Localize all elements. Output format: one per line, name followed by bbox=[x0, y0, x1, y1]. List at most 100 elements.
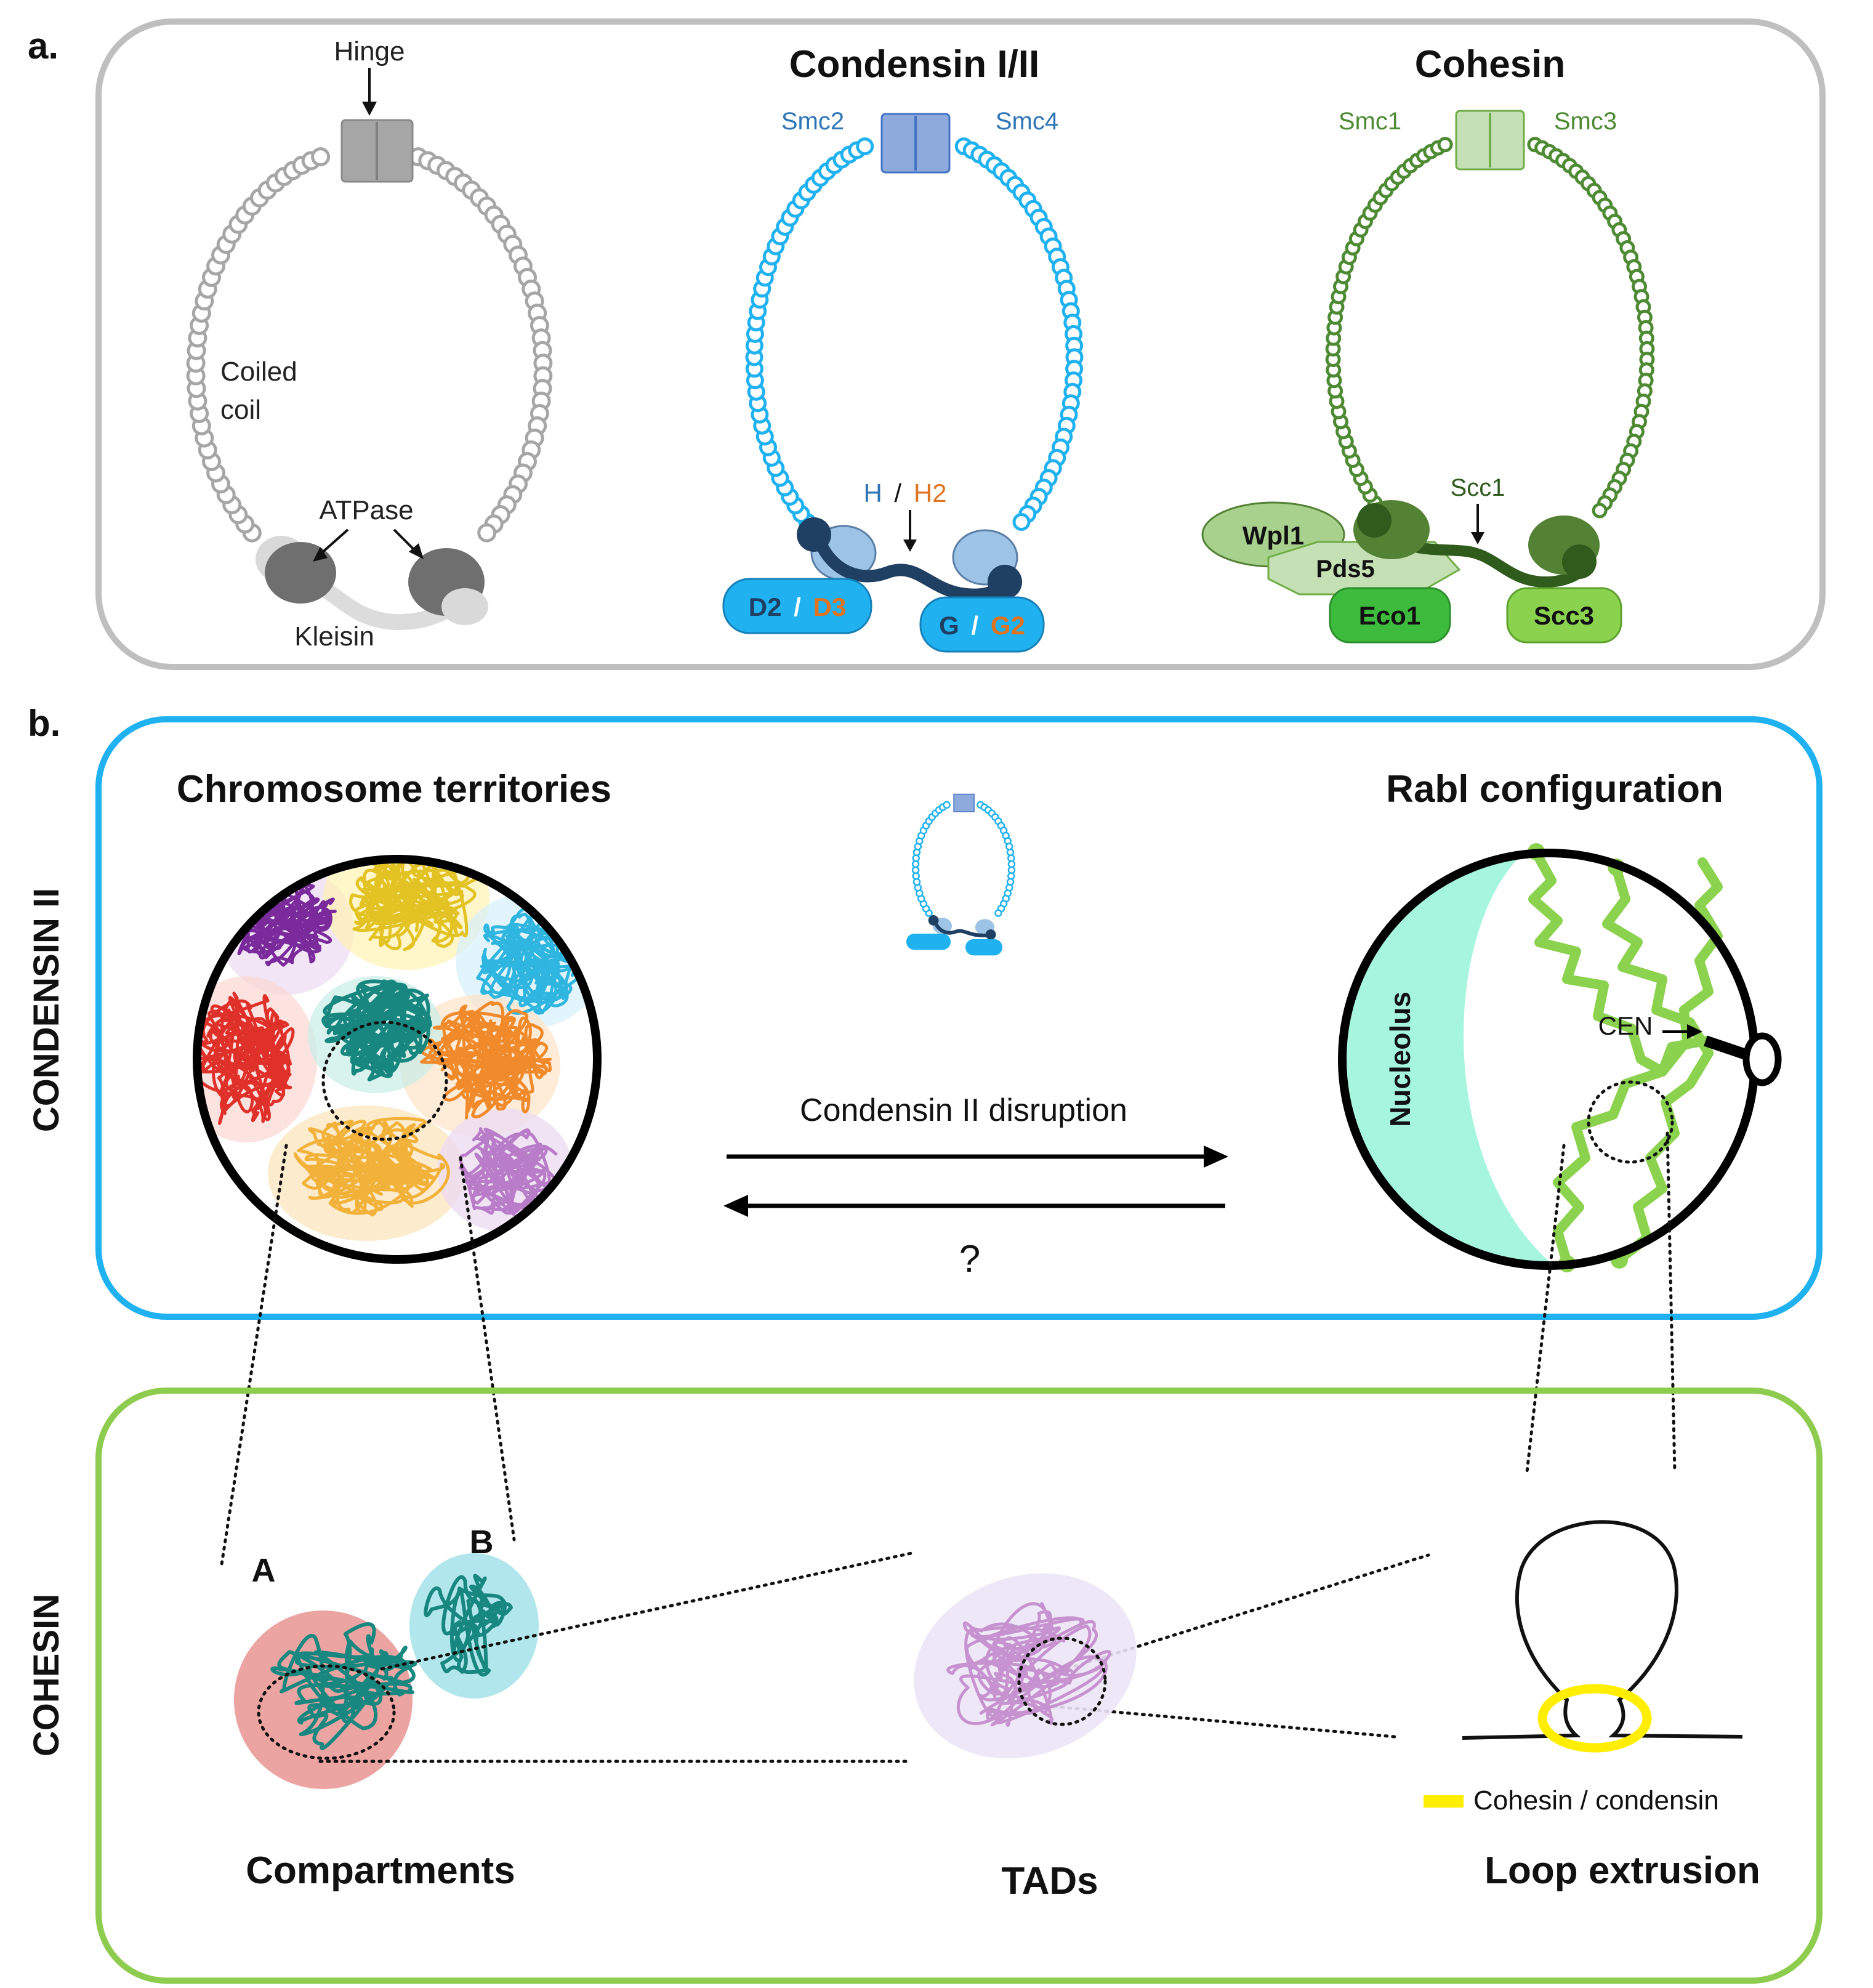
atpase-label: ATPase bbox=[319, 495, 413, 525]
condensin-title: Condensin I/II bbox=[789, 43, 1039, 86]
loop-extrusion-diagram: Cohesin / condensin Loop extrusion bbox=[1424, 1520, 1760, 1892]
condensin-coiled-coil bbox=[745, 137, 1084, 531]
chromatin-fiber-path bbox=[197, 992, 295, 1125]
coiled-coil-bead bbox=[1437, 137, 1453, 153]
rabl-chromosome-3 bbox=[1553, 1036, 1710, 1267]
spindle-pole-connector bbox=[1704, 1035, 1747, 1060]
kleisin-label: Kleisin bbox=[294, 621, 374, 652]
subunit-g-slash: / bbox=[971, 611, 978, 640]
tad-zoom-circle bbox=[1017, 1636, 1107, 1726]
wapl-label: Wpl1 bbox=[1243, 521, 1304, 550]
kleisin-h: H bbox=[863, 479, 882, 507]
atpase-arrowhead-left bbox=[313, 547, 328, 562]
chromatin-fiber-path bbox=[420, 1001, 552, 1120]
territories-nuclear-envelope bbox=[193, 855, 602, 1264]
chromatin-fiber-path bbox=[349, 859, 478, 952]
territory-orange bbox=[420, 1001, 552, 1120]
subunit-g2: G2 bbox=[991, 611, 1025, 640]
territories-zoom-circle bbox=[321, 1020, 448, 1141]
condensin-kleisin-strand bbox=[813, 533, 1010, 601]
subunit-d2: D2 bbox=[749, 592, 782, 621]
disruption-label: Condensin II disruption bbox=[800, 1093, 1127, 1128]
smc3-label: Smc3 bbox=[1554, 108, 1617, 135]
reverse-arrowhead bbox=[723, 1195, 748, 1217]
rabl-chromosome-2 bbox=[1602, 863, 1714, 1264]
compartment-a-label: A bbox=[252, 1552, 276, 1589]
subunit-d-label: D2 / D3 bbox=[749, 592, 846, 621]
atpase-head-right-light bbox=[441, 588, 488, 625]
mini-coiled-coil-bead bbox=[994, 909, 1002, 917]
scc3-subunit bbox=[1506, 587, 1622, 644]
cohesin-complex: Cohesin Smc1 Smc3 Scc1 Wpl1 Pds5 Eco1 Sc… bbox=[1201, 43, 1655, 644]
compartments-label: Compartments bbox=[246, 1849, 515, 1892]
tads-diagram: TADs bbox=[914, 1573, 1137, 1902]
territory-gold bbox=[293, 1117, 450, 1217]
atpase-arrow-right bbox=[393, 528, 417, 552]
atpase-arrowhead-right bbox=[409, 543, 424, 559]
chromatin-fiber-path bbox=[270, 1622, 417, 1750]
zoom-connectors bbox=[220, 1131, 1677, 1566]
legend-swatch bbox=[1424, 1795, 1464, 1808]
kleisin-h-label: H / H2 bbox=[863, 479, 946, 507]
condensin-subunit-d2-d3 bbox=[722, 578, 872, 634]
scc3-label: Scc3 bbox=[1534, 601, 1594, 630]
subunit-d-slash: / bbox=[794, 592, 801, 621]
panel-a-frame bbox=[95, 18, 1826, 670]
chromatin-fiber-path bbox=[424, 1574, 513, 1677]
coiled-coil-bead bbox=[477, 523, 497, 543]
generic-coiled-coil bbox=[186, 147, 553, 543]
kleisin-h2: H2 bbox=[914, 479, 947, 507]
extruded-loop bbox=[1462, 1520, 1743, 1740]
subunit-g: G bbox=[939, 611, 959, 640]
pds5-label: Pds5 bbox=[1316, 556, 1375, 583]
mini-kleisin-strand bbox=[933, 921, 991, 937]
cen-label: CEN bbox=[1598, 1011, 1653, 1040]
subunit-g-label: G / G2 bbox=[939, 611, 1025, 640]
coiled-coil-bead bbox=[856, 137, 874, 156]
smc4-label: Smc4 bbox=[996, 108, 1058, 135]
condensin-complex: Condensin I/II Smc2 Smc4 H / H2 D2 / D3 … bbox=[722, 43, 1084, 653]
legend-label: Cohesin / condensin bbox=[1473, 1785, 1719, 1816]
scc1-arrowhead bbox=[1471, 532, 1484, 544]
cohesin-coiled-coil bbox=[1325, 137, 1655, 519]
cohesin-side-label: COHESIN bbox=[26, 1594, 66, 1756]
condensin-subunit-g-g2 bbox=[919, 596, 1045, 653]
compartment-b-label: B bbox=[470, 1524, 494, 1561]
condensin-ii-side-label: CONDENSIN II bbox=[26, 888, 66, 1132]
coiled-coil-label-line1: Coiled bbox=[220, 357, 297, 387]
cohesin-head-right-dark bbox=[1562, 544, 1597, 579]
atpase-arrow-left bbox=[319, 528, 349, 556]
cohesin-panel-frame bbox=[95, 1388, 1823, 1984]
territories-title: Chromosome territories bbox=[177, 768, 611, 810]
chromatin-fiber-path bbox=[227, 874, 337, 967]
territory-teal bbox=[321, 979, 432, 1081]
mini-condensin bbox=[906, 793, 1016, 956]
chromatin-fiber-path bbox=[321, 979, 432, 1081]
kleisin-arrowhead bbox=[903, 539, 917, 552]
territory-purple bbox=[227, 874, 337, 967]
coiled-coil-bead bbox=[1012, 513, 1031, 531]
rabl-zoom-circle bbox=[1587, 1080, 1674, 1164]
forward-arrowhead bbox=[1204, 1146, 1228, 1168]
smc2-label: Smc2 bbox=[781, 108, 844, 135]
coiled-coil-label-line2: coil bbox=[220, 395, 261, 425]
territory-red bbox=[197, 992, 295, 1125]
panel-b-label: b. bbox=[28, 703, 60, 744]
loop-extrusion-label: Loop extrusion bbox=[1484, 1849, 1760, 1892]
condensin-head-right-dark bbox=[988, 565, 1022, 599]
rabl-nucleus: Nucleolus CEN bbox=[1338, 843, 1782, 1272]
compartment-zoom-circle bbox=[257, 1664, 396, 1760]
nucleolus-label: Nucleolus bbox=[1384, 992, 1416, 1127]
coiled-coil-bead bbox=[1592, 503, 1608, 519]
cohesin-condensin-ring bbox=[1537, 1684, 1652, 1753]
kleisin-slash: / bbox=[894, 479, 901, 507]
scc1-label: Scc1 bbox=[1451, 474, 1505, 501]
hinge-arrowhead bbox=[362, 102, 377, 116]
pds5-subunit bbox=[1267, 541, 1461, 596]
tad-chromatin-fiber bbox=[946, 1602, 1111, 1727]
reverse-question-mark: ? bbox=[959, 1238, 980, 1280]
territories-nucleus bbox=[193, 855, 602, 1264]
panel-a-label: a. bbox=[28, 25, 58, 67]
territory-lilac bbox=[459, 1127, 559, 1216]
